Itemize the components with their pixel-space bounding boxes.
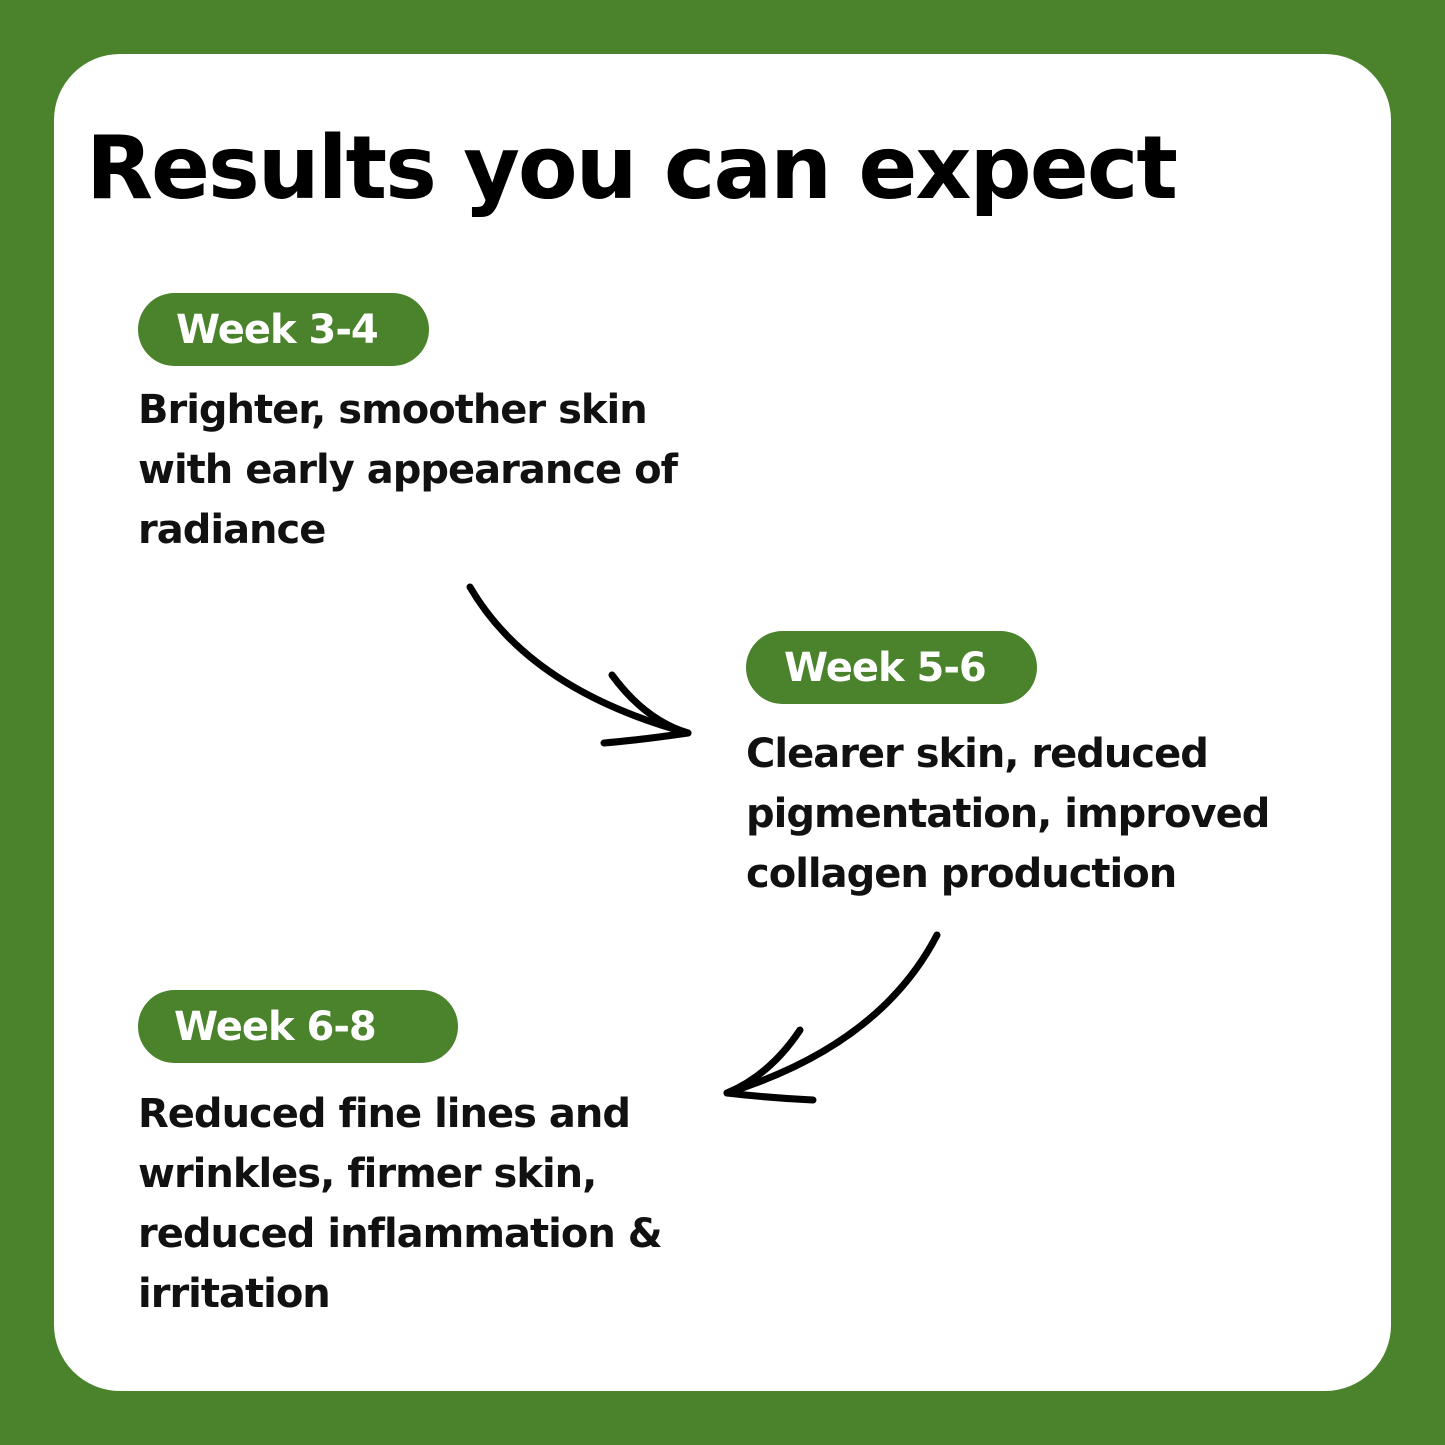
week-badge-3-4: Week 3-4: [138, 293, 429, 366]
week-badge-6-8: Week 6-8: [138, 990, 458, 1063]
content-card: [54, 54, 1391, 1391]
week-badge-5-6: Week 5-6: [746, 631, 1037, 704]
page-title: Results you can expect: [86, 117, 1178, 219]
week-3-4-description: Brighter, smoother skin with early appea…: [138, 387, 678, 553]
week-5-6-description: Clearer skin, reduced pigmentation, impr…: [746, 731, 1270, 897]
week-6-8-description: Reduced fine lines and wrinkles, firmer …: [138, 1091, 663, 1317]
